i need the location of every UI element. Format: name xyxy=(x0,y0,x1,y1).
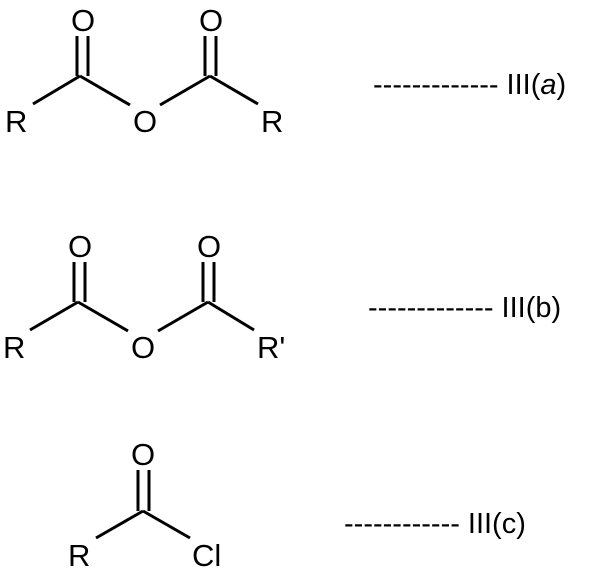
bond-c1-o-bridge xyxy=(77,300,129,333)
label-dashes: ------------- xyxy=(368,292,494,324)
bond-c2-r xyxy=(209,74,259,106)
atom-o-carbonyl-left: O xyxy=(68,229,92,264)
structure-iii-b: R O O O R' -------------III(b) xyxy=(3,229,561,365)
atom-r-left: R xyxy=(5,104,27,139)
label-text: III(c) xyxy=(468,508,526,540)
bond-c1-o-bridge xyxy=(79,74,131,107)
atom-r-right: R xyxy=(261,104,283,139)
label-italic: a xyxy=(540,69,556,101)
bond-r-c xyxy=(95,509,144,540)
label-suffix: ) xyxy=(557,69,567,101)
bond-r-c1 xyxy=(32,74,81,106)
atom-o-carbonyl-right: O xyxy=(197,229,221,264)
label-text: III(b) xyxy=(502,292,562,324)
atom-cl: Cl xyxy=(192,538,221,570)
atom-r-prime: R' xyxy=(257,330,285,365)
bond-o-bridge-c2 xyxy=(157,300,209,333)
atom-o-carbonyl: O xyxy=(131,437,155,472)
atom-o-carbonyl-left: O xyxy=(71,3,95,38)
bond-c2-r-prime xyxy=(207,300,255,332)
atom-r-left: R xyxy=(3,330,25,365)
structure-iii-c: R O Cl ------------III(c) xyxy=(68,437,526,573)
label-prefix: III( xyxy=(507,69,541,101)
bond-c-cl xyxy=(142,509,191,540)
atom-o-bridge: O xyxy=(131,330,155,365)
formula-label-iii-c: ------------III(c) xyxy=(344,508,526,540)
formula-label-iii-b: -------------III(b) xyxy=(368,292,561,324)
atom-o-bridge: O xyxy=(133,104,157,139)
bond-r-c1 xyxy=(29,300,79,332)
atom-o-carbonyl-right: O xyxy=(199,3,223,38)
label-dashes: ------------ xyxy=(344,508,460,540)
atom-r: R xyxy=(68,538,90,570)
structure-iii-a: R O O O R -------------III(a) xyxy=(5,3,566,139)
bond-o-bridge-c2 xyxy=(159,74,211,107)
label-dashes: ------------- xyxy=(373,69,499,101)
formula-label-iii-a: -------------III(a) xyxy=(373,69,566,101)
